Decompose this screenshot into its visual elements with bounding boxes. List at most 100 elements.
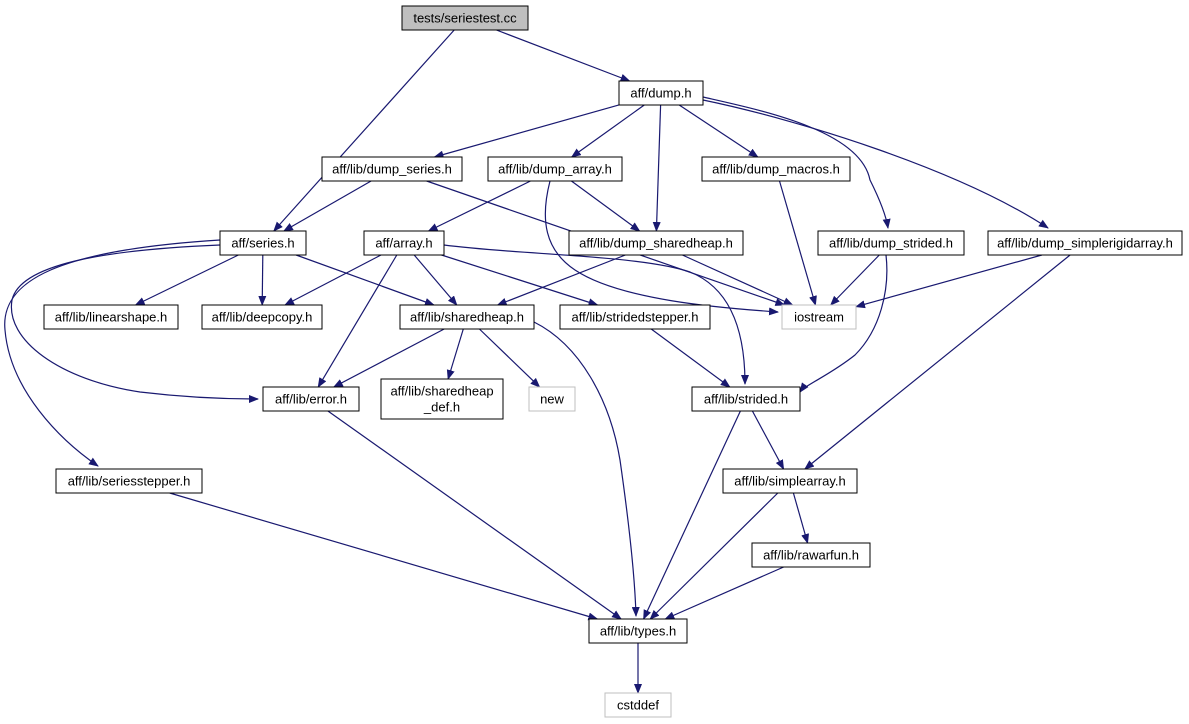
node-iostream: iostream bbox=[781, 304, 857, 330]
node-box bbox=[568, 230, 744, 256]
node-label: aff/lib/deepcopy.h bbox=[212, 310, 313, 325]
node-stridedstepper[interactable]: aff/lib/stridedstepper.h bbox=[559, 304, 711, 330]
node-label: aff/array.h bbox=[375, 236, 432, 251]
node-label: aff/series.h bbox=[231, 236, 294, 251]
node-label: aff/lib/error.h bbox=[275, 392, 347, 407]
node-simplearray[interactable]: aff/lib/simplearray.h bbox=[722, 468, 858, 494]
edge-series-to-deepcopy bbox=[258, 254, 267, 306]
edge-dump_strided-to-iostream bbox=[830, 254, 880, 306]
node-layer: tests/seriestest.cc aff/dump.h aff/lib/dum… bbox=[43, 5, 1183, 718]
edge-dump-to-dump_array bbox=[570, 104, 645, 158]
node-cstddef: cstddef bbox=[604, 692, 672, 718]
node-new: new bbox=[528, 386, 576, 412]
edge-dump_sharedheap-to-iostream bbox=[682, 254, 794, 306]
node-label: aff/lib/dump_series.h bbox=[332, 162, 452, 177]
edge-dump-to-dump_strided bbox=[702, 96, 891, 229]
node-label: aff/lib/dump_array.h bbox=[498, 162, 612, 177]
edge-series-to-linearshape bbox=[134, 254, 239, 306]
edge-sharedheap-to-error bbox=[332, 328, 445, 388]
edge-strided-to-simplearray bbox=[751, 410, 785, 470]
node-box bbox=[817, 230, 965, 256]
edge-rawarfun-to-types bbox=[664, 566, 784, 620]
node-dump[interactable]: aff/dump.h bbox=[618, 80, 704, 106]
node-linearshape[interactable]: aff/lib/linearshape.h bbox=[43, 304, 179, 330]
node-series[interactable]: aff/series.h bbox=[219, 230, 307, 256]
node-dump-series[interactable]: aff/lib/dump_series.h bbox=[321, 156, 463, 182]
node-box bbox=[380, 378, 504, 420]
node-label: aff/lib/dump_strided.h bbox=[829, 236, 953, 251]
edge-dump_sharedheap-to-sharedheap bbox=[496, 254, 626, 306]
node-dump-array[interactable]: aff/lib/dump_array.h bbox=[487, 156, 623, 182]
edge-dump-to-dump_series bbox=[433, 104, 620, 159]
node-label: aff/lib/sharedheap bbox=[390, 384, 493, 399]
node-label: aff/lib/seriesstepper.h bbox=[68, 474, 191, 489]
node-dump-macros[interactable]: aff/lib/dump_macros.h bbox=[701, 156, 851, 182]
edge-dump_array-to-array bbox=[427, 180, 531, 232]
edge-seriestest-to-dump bbox=[496, 29, 631, 82]
node-sharedheap[interactable]: aff/lib/sharedheap.h bbox=[399, 304, 535, 330]
node-error[interactable]: aff/lib/error.h bbox=[262, 386, 360, 412]
edge-dump-to-dump_macros bbox=[678, 104, 759, 158]
node-box bbox=[201, 304, 323, 330]
node-dump-simplerigidarray[interactable]: aff/lib/dump_simplerigidarray.h bbox=[987, 230, 1183, 256]
edge-sharedheap-to-types bbox=[533, 321, 640, 617]
node-label: aff/lib/dump_sharedheap.h bbox=[579, 236, 733, 251]
node-deepcopy[interactable]: aff/lib/deepcopy.h bbox=[201, 304, 323, 330]
node-box bbox=[751, 542, 871, 568]
edge-seriesstepper-to-types bbox=[169, 492, 599, 621]
node-box bbox=[618, 80, 704, 106]
edge-series-to-seriesstepper bbox=[4, 239, 221, 467]
node-label: tests/seriestest.cc bbox=[413, 11, 517, 26]
edge-dump_simplerigidarray-to-simplearray bbox=[804, 254, 1071, 470]
edge-dump_array-to-dump_sharedheap bbox=[571, 180, 641, 232]
edge-series-to-error bbox=[10, 244, 259, 403]
node-box bbox=[43, 304, 179, 330]
node-box bbox=[219, 230, 307, 256]
node-label: aff/lib/dump_simplerigidarray.h bbox=[997, 236, 1173, 251]
edge-dump_series-to-series bbox=[283, 180, 372, 232]
node-dump-sharedheap[interactable]: aff/lib/dump_sharedheap.h bbox=[568, 230, 744, 256]
node-box bbox=[588, 618, 688, 644]
edge-strided-to-types bbox=[643, 410, 741, 620]
node-label: aff/lib/types.h bbox=[600, 624, 676, 639]
node-box bbox=[559, 304, 711, 330]
node-strided[interactable]: aff/lib/strided.h bbox=[691, 386, 801, 412]
edge-array-to-stridedstepper bbox=[441, 254, 599, 307]
node-sharedheap-def[interactable]: aff/lib/sharedheap_def.h bbox=[380, 378, 504, 420]
node-seriesstepper[interactable]: aff/lib/seriesstepper.h bbox=[55, 468, 203, 494]
node-box bbox=[487, 156, 623, 182]
edge-simplearray-to-types bbox=[649, 492, 779, 620]
node-label: cstddef bbox=[617, 698, 659, 713]
node-label: aff/lib/strided.h bbox=[704, 392, 788, 407]
edge-dump_array-to-iostream bbox=[544, 180, 779, 316]
node-types[interactable]: aff/lib/types.h bbox=[588, 618, 688, 644]
node-rawarfun[interactable]: aff/lib/rawarfun.h bbox=[751, 542, 871, 568]
node-box bbox=[987, 230, 1183, 256]
edge-error-to-types bbox=[327, 410, 622, 620]
node-label: aff/lib/simplearray.h bbox=[734, 474, 846, 489]
node-label: aff/dump.h bbox=[630, 86, 691, 101]
node-label: aff/lib/linearshape.h bbox=[55, 310, 168, 325]
edge-series-to-sharedheap bbox=[295, 254, 435, 306]
node-box bbox=[55, 468, 203, 494]
node-label: iostream bbox=[794, 310, 844, 325]
edge-dump_strided-to-strided bbox=[799, 254, 888, 393]
node-dump-strided[interactable]: aff/lib/dump_strided.h bbox=[817, 230, 965, 256]
node-seriestest[interactable]: tests/seriestest.cc bbox=[401, 5, 529, 31]
node-box bbox=[528, 386, 576, 412]
edge-sharedheap-to-new bbox=[478, 328, 541, 388]
edge-array-to-strided bbox=[443, 244, 749, 385]
node-label: aff/lib/rawarfun.h bbox=[763, 548, 859, 563]
node-array[interactable]: aff/array.h bbox=[363, 230, 445, 256]
node-label: aff/lib/stridedstepper.h bbox=[572, 310, 699, 325]
node-label: _def.h bbox=[423, 400, 460, 415]
edge-array-to-deepcopy bbox=[284, 254, 382, 306]
node-box bbox=[363, 230, 445, 256]
node-box bbox=[262, 386, 360, 412]
node-box bbox=[399, 304, 535, 330]
node-box bbox=[321, 156, 463, 182]
edge-seriestest-to-series bbox=[273, 29, 455, 232]
node-box bbox=[604, 692, 672, 718]
edge-dump-to-dump_simplerigidarray bbox=[702, 99, 1049, 229]
edge-simplearray-to-rawarfun bbox=[792, 492, 809, 544]
